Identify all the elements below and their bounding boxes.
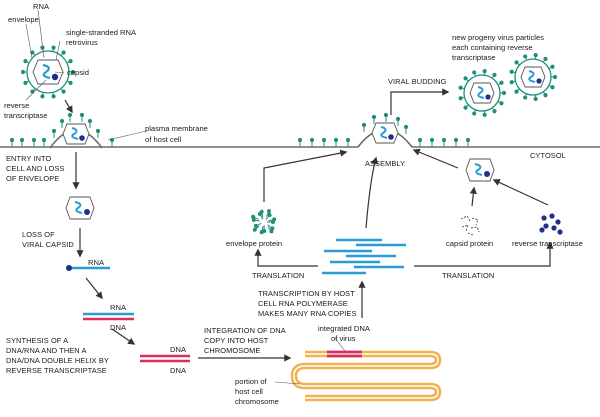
- rna-dna-hybrid: [83, 312, 134, 321]
- label-synthesis-4: REVERSE TRANSCRIPTASE: [6, 366, 107, 375]
- label-capsid-protein: capsid protein: [446, 239, 493, 248]
- label-integration-1: INTEGRATION OF DNA: [204, 326, 286, 335]
- label-assembly: ASSEMBLY: [365, 159, 405, 168]
- label-synthesis-3: DNA/DNA DOUBLE HELIX BY: [6, 356, 109, 365]
- label-capsid: capsid: [67, 68, 89, 77]
- label-portion-1: portion of: [235, 377, 268, 386]
- label-plasma-membrane-2: of host cell: [145, 135, 182, 144]
- label-pointer-lines: [25, 9, 346, 385]
- label-entry-2: CELL AND LOSS: [6, 164, 65, 173]
- label-ssrna-2: retrovirus: [66, 38, 98, 47]
- label-loss-capsid-2: VIRAL CAPSID: [22, 240, 74, 249]
- label-rna-top: RNA: [33, 2, 50, 11]
- label-transcription-2: CELL RNA POLYMERASE: [258, 299, 348, 308]
- label-dna-hybrid: DNA: [110, 323, 127, 332]
- label-rna-single: RNA: [88, 258, 105, 267]
- label-integrated-2: of virus: [331, 334, 356, 343]
- membrane-spikes: [9, 112, 471, 147]
- label-integration-3: CHROMOSOME: [204, 346, 260, 355]
- label-envelope-protein: envelope protein: [226, 239, 282, 248]
- progeny-virus-1: [458, 69, 507, 117]
- label-plasma-membrane-1: plasma membrane: [145, 124, 208, 133]
- label-entry-1: ENTRY INTO: [6, 154, 52, 163]
- label-transcription-3: MAKES MANY RNA COPIES: [258, 309, 356, 318]
- label-reverse-2: transcriptase: [4, 111, 47, 120]
- rna-copies: [322, 238, 406, 275]
- label-portion-2: host cell: [235, 387, 263, 396]
- label-translation-right: TRANSLATION: [442, 271, 494, 280]
- label-progeny-3: transcriptase: [452, 53, 495, 62]
- label-portion-3: chromosome: [235, 397, 279, 406]
- assembled-capsid: [465, 158, 495, 182]
- label-dna-top: DNA: [170, 345, 187, 354]
- label-viral-budding: VIRAL BUDDING: [388, 77, 447, 86]
- label-envelope: envelope: [8, 15, 39, 24]
- entering-virus: [62, 123, 90, 145]
- label-ssrna-1: single-stranded RNA: [66, 28, 137, 37]
- label-progeny-2: each containing reverse: [452, 43, 533, 52]
- label-reverse-transcriptase-product: reverse transcriptase: [512, 239, 583, 248]
- uncoated-capsid: [65, 196, 95, 220]
- label-integrated-1: integrated DNA: [318, 324, 371, 333]
- retrovirus-particle: [20, 45, 76, 99]
- label-synthesis-1: SYNTHESIS OF A: [6, 336, 68, 345]
- label-rna-hybrid: RNA: [110, 303, 127, 312]
- label-dna-bottom: DNA: [170, 366, 187, 375]
- progeny-virus-2: [509, 53, 558, 101]
- dna-double-helix: [140, 354, 190, 363]
- single-rna-strand: [66, 265, 110, 271]
- label-synthesis-2: DNA/RNA AND THEN A: [6, 346, 87, 355]
- reverse-transcriptase-dot: [51, 73, 59, 81]
- capsid-shell: [32, 59, 64, 85]
- integrated-viral-dna: [327, 350, 362, 358]
- host-chromosome: [290, 350, 442, 402]
- label-cytosol: CYTOSOL: [530, 151, 566, 160]
- label-transcription-1: TRANSCRIPTION BY HOST: [258, 289, 355, 298]
- label-loss-capsid-1: LOSS OF: [22, 230, 55, 239]
- budding-virus: [371, 122, 399, 144]
- label-entry-3: OF ENVELOPE: [6, 174, 59, 183]
- viral-rna: [42, 63, 51, 80]
- reverse-transcriptase-proteins: [539, 213, 563, 235]
- process-arrows: [64, 88, 554, 362]
- label-reverse-1: reverse: [4, 101, 29, 110]
- label-integration-2: COPY INTO HOST: [204, 336, 269, 345]
- capsid-protein-fragments: [460, 215, 480, 236]
- label-progeny-1: new progeny virus particles: [452, 33, 544, 42]
- label-translation-left: TRANSLATION: [252, 271, 304, 280]
- envelope-protein-cluster: [251, 209, 277, 235]
